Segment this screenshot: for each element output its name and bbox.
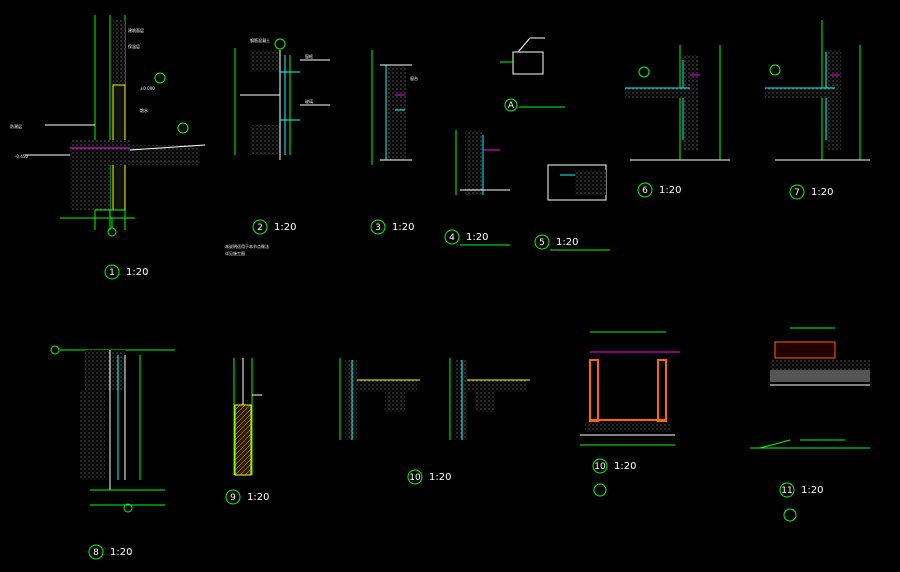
detail-8-scale: 1:20 [110, 547, 132, 558]
detail-4-door-section [455, 130, 510, 195]
detail-6-scale: 1:20 [659, 185, 681, 196]
svg-text:钢筋混凝土: 钢筋混凝土 [250, 37, 270, 43]
detail-3-wall-section: 窗台 [371, 50, 418, 165]
detail-3-scale: 1:20 [392, 222, 414, 233]
detail-9-column-section [233, 358, 262, 476]
svg-text:本说明适用于本节点做法: 本说明适用于本节点做法 [225, 243, 269, 249]
detail-7-eave-section [765, 20, 870, 161]
svg-text:防潮层: 防潮层 [10, 123, 22, 129]
detail-5-number: 5 [539, 238, 545, 248]
detail-10b-scale: 1:20 [614, 461, 636, 472]
callout-a-profile [500, 37, 545, 75]
svg-text:建筑面层: 建筑面层 [128, 27, 144, 33]
detail-10a-number: 10 [409, 473, 421, 483]
detail-10-floor-sections [339, 358, 530, 440]
detail-6-number: 6 [642, 186, 648, 196]
detail-10a-scale: 1:20 [429, 472, 451, 483]
svg-text:±0.000: ±0.000 [140, 86, 155, 91]
svg-text:保温层: 保温层 [128, 43, 140, 49]
detail-1-wall-section: 建筑面层 保温层 ±0.000 散水 防潮层 -0.450 [10, 15, 206, 237]
detail-7-scale: 1:20 [811, 187, 833, 198]
detail-2-scale: 1:20 [274, 222, 296, 233]
detail-8-parapet-section [50, 345, 175, 513]
svg-text:详见施工图: 详见施工图 [225, 250, 245, 256]
detail-8-number: 8 [93, 548, 99, 558]
svg-text:散水: 散水 [140, 107, 148, 113]
detail-6-eave-section [625, 45, 730, 161]
detail-1-scale: 1:20 [126, 267, 148, 278]
detail-9-scale: 1:20 [247, 492, 269, 503]
callout-a-letter: A [508, 101, 515, 111]
detail-11-scale: 1:20 [801, 485, 823, 496]
detail-3-number: 3 [375, 223, 381, 233]
svg-text:窗框: 窗框 [305, 53, 313, 59]
detail-7-number: 7 [794, 188, 800, 198]
detail-4-scale: 1:20 [466, 232, 488, 243]
svg-text:-0.450: -0.450 [15, 154, 28, 159]
detail-2-number: 2 [257, 223, 263, 233]
detail-9-number: 9 [230, 493, 236, 503]
detail-11-number: 11 [781, 486, 792, 496]
detail-10-pit-section [580, 331, 680, 446]
detail-10b-number: 10 [594, 462, 606, 472]
detail-1-number: 1 [109, 268, 115, 278]
detail-11-paving-section [750, 327, 870, 449]
detail-4-number: 4 [449, 233, 455, 243]
detail-5-scale: 1:20 [556, 237, 578, 248]
svg-text:玻璃: 玻璃 [305, 98, 313, 104]
detail-2-window-section: 钢筋混凝土 窗框 玻璃 本说明适用于本节点做法 详见施工图 [225, 37, 330, 256]
detail-5-threshold [547, 164, 607, 201]
svg-text:窗台: 窗台 [410, 75, 418, 81]
